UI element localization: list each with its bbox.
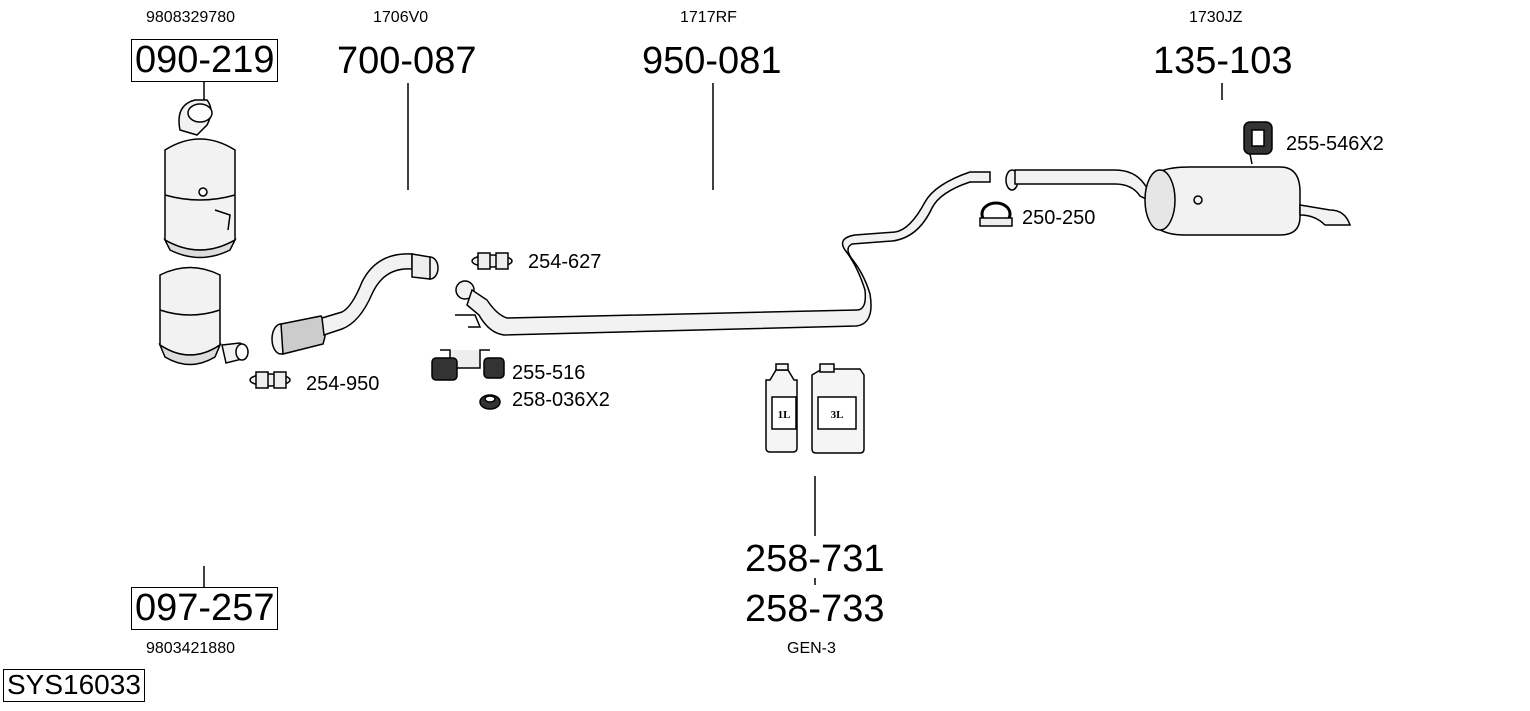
system-code: SYS16033: [3, 669, 145, 702]
rubber-mount-255-546x2: [1243, 121, 1273, 165]
part-number-258-733[interactable]: 258-733: [745, 588, 885, 630]
accessory-255-546x2[interactable]: 255-546X2: [1286, 133, 1384, 155]
container-3l: [811, 363, 865, 454]
part-number-258-731[interactable]: 258-731: [745, 538, 885, 580]
accessory-250-250[interactable]: 250-250: [1022, 207, 1096, 229]
catalytic-converter-lower: [158, 266, 249, 366]
catalytic-converter-upper: [163, 99, 237, 259]
oem-cat-front: 9808329780: [146, 9, 235, 26]
clamp-250-250: [979, 201, 1013, 227]
part-number-700-087[interactable]: 700-087: [337, 40, 477, 82]
part-number-135-103[interactable]: 135-103: [1153, 40, 1293, 82]
middle-pipe: [455, 171, 991, 336]
part-number-097-257[interactable]: 097-257: [131, 587, 279, 630]
accessory-254-627[interactable]: 254-627: [528, 251, 602, 273]
part-number-090-219[interactable]: 090-219: [131, 39, 279, 82]
oem-cat-rear: 9803421880: [146, 640, 235, 657]
accessory-258-036x2[interactable]: 258-036X2: [512, 389, 610, 411]
part-number-950-081[interactable]: 950-081: [642, 40, 782, 82]
oem-rear-silencer: 1730JZ: [1189, 9, 1243, 26]
bracket-255-516: [431, 349, 505, 381]
rear-silencer: [1005, 166, 1352, 236]
container-3l-label: 3L: [831, 409, 844, 421]
clamp-254-627: [471, 252, 513, 270]
front-pipe: [271, 253, 439, 355]
container-1l: [765, 363, 798, 453]
container-1l-label: 1L: [778, 409, 791, 421]
nut-258-036x2: [479, 394, 501, 410]
clamp-254-950: [249, 371, 291, 389]
accessory-255-516[interactable]: 255-516: [512, 362, 586, 384]
accessory-254-950[interactable]: 254-950: [306, 373, 380, 395]
additive-type-label: GEN-3: [787, 640, 836, 657]
oem-middle-pipe: 1717RF: [680, 9, 737, 26]
oem-front-pipe: 1706V0: [373, 9, 429, 26]
